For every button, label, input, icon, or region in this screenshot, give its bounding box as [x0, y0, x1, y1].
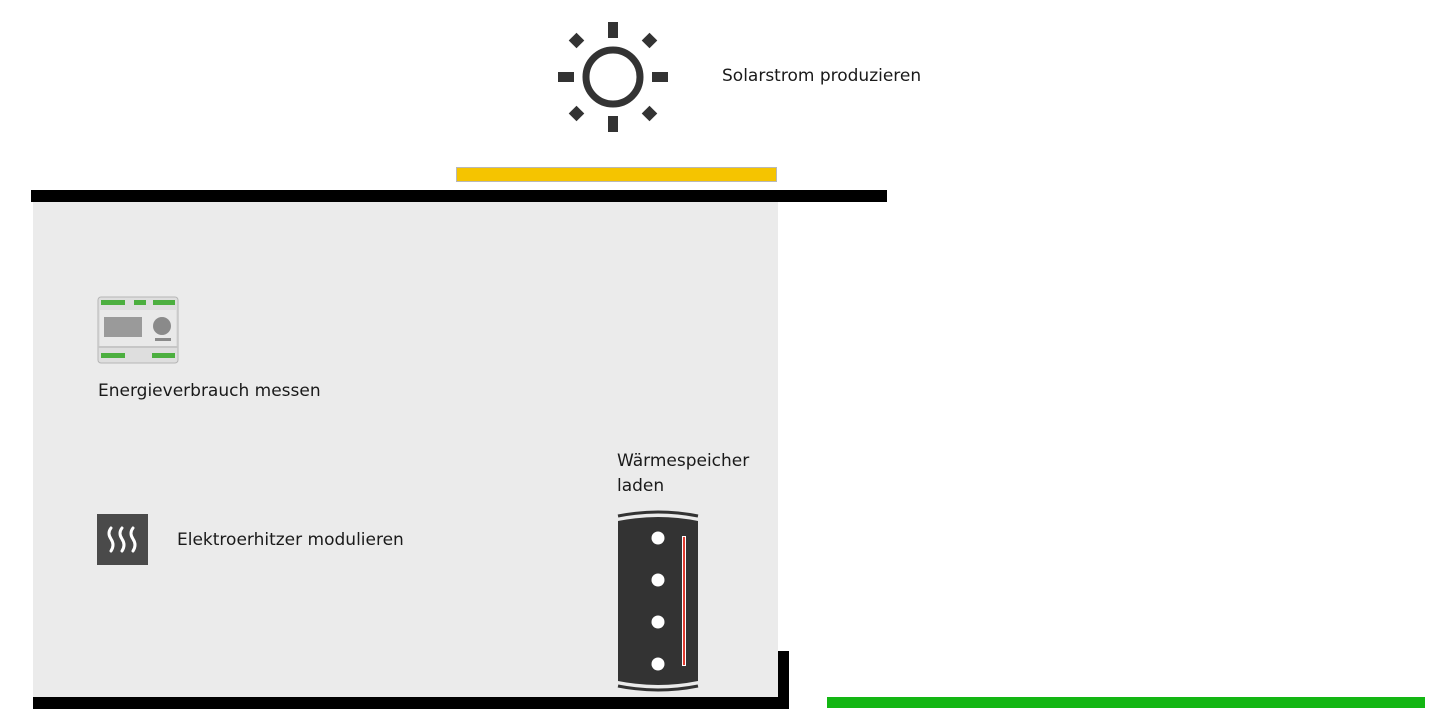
- heater-icon: [97, 514, 148, 565]
- roof-line: [31, 190, 887, 202]
- energy-meter-icon: [97, 296, 179, 364]
- grid-connection-line: [827, 697, 1425, 708]
- meter-label: Energieverbrauch messen: [98, 381, 321, 401]
- wall-segment: [778, 651, 789, 709]
- storage-label: Wärmespeicher laden: [617, 451, 750, 496]
- heat-storage-tank-icon: [617, 510, 699, 692]
- heater-label: Elektroerhitzer modulieren: [177, 530, 404, 550]
- sun-icon: [558, 22, 668, 132]
- solar-label: Solarstrom produzieren: [722, 66, 922, 86]
- floor-line: [33, 697, 789, 709]
- solar-panel-bar: [456, 167, 777, 182]
